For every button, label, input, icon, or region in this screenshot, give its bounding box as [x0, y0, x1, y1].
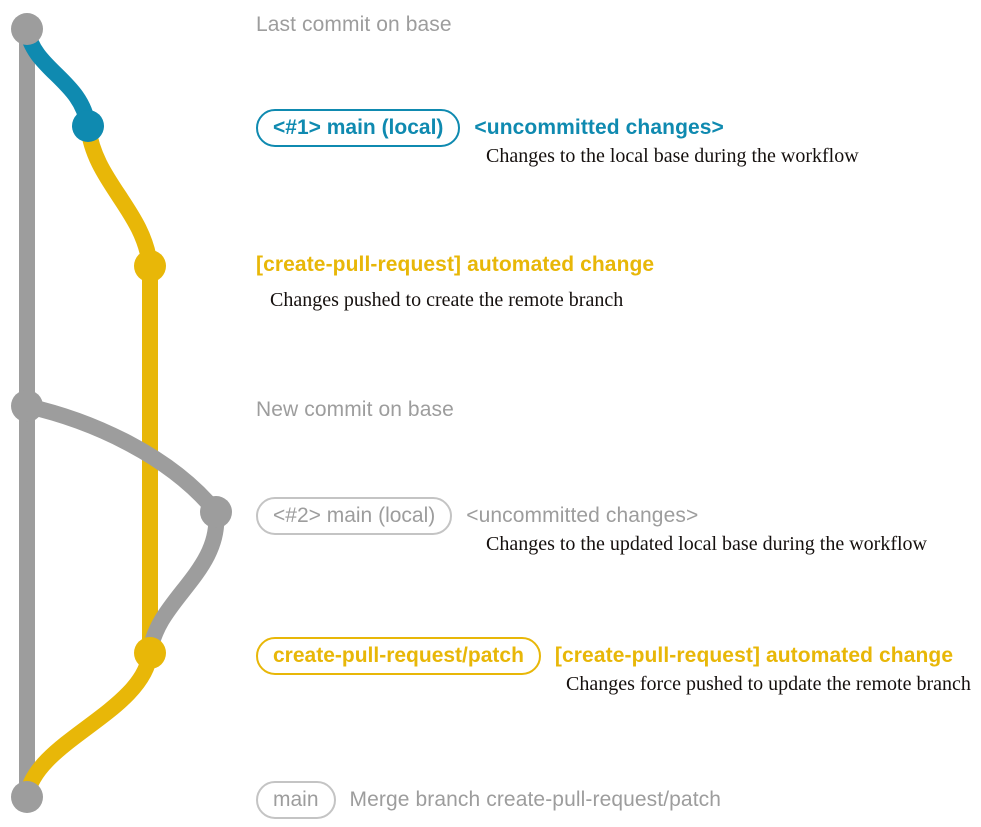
- commit-headline-row: main Merge branch create-pull-request/pa…: [256, 781, 721, 819]
- edge-patch-to-base: [19, 645, 158, 805]
- commit-entry-local-1: <#1> main (local) <uncommitted changes>: [256, 109, 724, 147]
- edge-local-to-patch: [80, 118, 158, 274]
- commit-headline: [create-pull-request] automated change: [554, 644, 954, 667]
- commit-node-base-new[interactable]: [11, 390, 43, 422]
- commit-subtext-patch-force: Changes force pushed to update the remot…: [566, 673, 971, 695]
- commit-subtext-local-2: Changes to the updated local base during…: [486, 533, 927, 555]
- commit-headline: New commit on base: [256, 398, 454, 421]
- commit-headline: <uncommitted changes>: [474, 116, 724, 139]
- commit-headline: <uncommitted changes>: [466, 504, 699, 527]
- commit-subtext-patch-create: Changes pushed to create the remote bran…: [270, 289, 624, 311]
- commit-headline-row: <#1> main (local) <uncommitted changes>: [256, 109, 724, 147]
- commit-node-merge[interactable]: [11, 781, 43, 813]
- commit-headline-row: [create-pull-request] automated change: [256, 253, 654, 276]
- branch-badge-main-local-1[interactable]: <#1> main (local): [256, 109, 461, 147]
- commit-entry-last-commit-on-base: Last commit on base: [256, 13, 452, 36]
- commit-node-local-1[interactable]: [72, 110, 104, 142]
- commit-entry-patch-force: create-pull-request/patch [create-pull-r…: [256, 637, 953, 675]
- commit-headline: Merge branch create-pull-request/patch: [349, 788, 722, 811]
- commit-headline: Last commit on base: [256, 13, 452, 36]
- edge-base-to-local: [19, 21, 96, 134]
- commit-node-patch-create[interactable]: [134, 250, 166, 282]
- commit-node-patch-force[interactable]: [134, 637, 166, 669]
- commit-node-base-last[interactable]: [11, 13, 43, 45]
- edges: [19, 21, 225, 805]
- commit-node-local-2[interactable]: [200, 496, 232, 528]
- commit-nodes: [11, 13, 232, 813]
- commit-entry-new-commit-on-base: New commit on base: [256, 398, 454, 421]
- edge-merge-to-patch: [142, 504, 225, 661]
- commit-headline: [create-pull-request] automated change: [256, 253, 655, 276]
- commit-headline-row: create-pull-request/patch [create-pull-r…: [256, 637, 953, 675]
- commit-headline-row: New commit on base: [256, 398, 454, 421]
- commit-headline-row: <#2> main (local) <uncommitted changes>: [256, 497, 698, 535]
- commit-entry-patch-create: [create-pull-request] automated change: [256, 253, 654, 276]
- commit-entry-local-2: <#2> main (local) <uncommitted changes>: [256, 497, 698, 535]
- branch-badge-create-pull-request-patch[interactable]: create-pull-request/patch: [256, 637, 541, 675]
- commit-subtext-local-1: Changes to the local base during the wor…: [486, 145, 859, 167]
- commit-entry-merge: main Merge branch create-pull-request/pa…: [256, 781, 721, 819]
- branch-badge-main-local-2[interactable]: <#2> main (local): [256, 497, 453, 535]
- branch-badge-main[interactable]: main: [256, 781, 336, 819]
- edge-base-to-merge: [19, 398, 224, 520]
- commit-headline-row: Last commit on base: [256, 13, 452, 36]
